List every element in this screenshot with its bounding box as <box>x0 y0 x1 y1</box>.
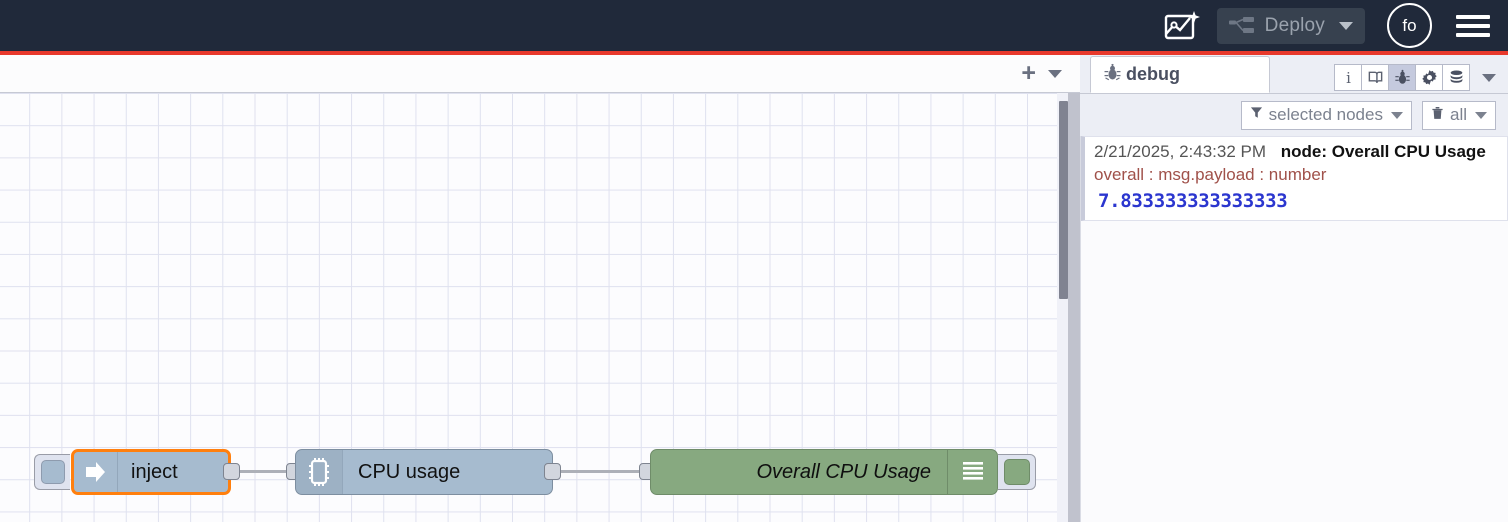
app-header: Deploy fo <box>0 0 1508 51</box>
arrow-right-icon <box>74 452 118 492</box>
deploy-label: Deploy <box>1264 14 1325 36</box>
sidebar-more-chevron-down-icon[interactable] <box>1482 73 1496 82</box>
ai-flow-icon[interactable] <box>1161 8 1203 44</box>
clear-messages-button[interactable]: all <box>1421 100 1496 130</box>
debug-message[interactable]: 2/21/2025, 2:43:32 PM node: Overall CPU … <box>1081 136 1508 221</box>
chevron-down-icon[interactable] <box>1339 21 1353 30</box>
trash-icon <box>1431 106 1444 125</box>
canvas-vertical-scrollbar-thumb[interactable] <box>1059 101 1068 299</box>
sidebar-icon-buttons: i <box>1334 64 1508 93</box>
database-icon[interactable] <box>1442 64 1470 91</box>
node-cpu-usage-label: CPU usage <box>358 460 461 483</box>
sidebar-tab-row: debug i <box>1080 55 1508 94</box>
node-overall-cpu-usage-debug[interactable]: Overall CPU Usage <box>650 449 998 495</box>
chevron-down-icon[interactable] <box>1390 111 1403 119</box>
info-icon[interactable]: i <box>1334 64 1362 91</box>
inject-trigger-button[interactable] <box>34 454 70 490</box>
flow-canvas[interactable]: inject CPU usage Ov <box>0 93 1080 522</box>
flow-tab-bar: + <box>0 55 1080 93</box>
gear-icon[interactable] <box>1415 64 1443 91</box>
sidebar-splitter[interactable] <box>1068 93 1080 522</box>
debug-value: 7.833333333333333 <box>1098 190 1288 212</box>
node-debug-label: Overall CPU Usage <box>756 460 931 483</box>
debug-lines-icon <box>947 450 997 494</box>
deploy-icon <box>1228 16 1255 35</box>
debug-timestamp: 2/21/2025, 2:43:32 PM <box>1094 142 1267 161</box>
hamburger-menu-icon[interactable] <box>1456 10 1490 42</box>
debug-message-header: 2/21/2025, 2:43:32 PM node: Overall CPU … <box>1094 142 1499 162</box>
debug-filter-row: selected nodes all <box>1080 94 1508 136</box>
avatar[interactable]: fo <box>1387 3 1432 48</box>
port-output-cpu[interactable] <box>544 463 561 480</box>
book-icon[interactable] <box>1361 64 1389 91</box>
port-output-inject[interactable] <box>223 463 240 480</box>
filter-label: selected nodes <box>1268 105 1383 124</box>
deploy-button[interactable]: Deploy <box>1216 7 1365 44</box>
add-flow-button[interactable]: + <box>1021 59 1036 87</box>
chevron-down-icon[interactable] <box>1475 111 1487 119</box>
debug-sidebar: debug i <box>1080 55 1508 522</box>
debug-message-list[interactable]: 2/21/2025, 2:43:32 PM node: Overall CPU … <box>1080 136 1508 522</box>
debug-enable-toggle[interactable] <box>998 454 1036 490</box>
microchip-icon <box>296 450 343 494</box>
node-inject-label: inject <box>131 460 178 483</box>
node-inject[interactable]: inject <box>71 449 231 495</box>
bug-icon[interactable] <box>1388 64 1416 91</box>
svg-text:i: i <box>1346 69 1351 86</box>
debug-property-path: overall : msg.payload : number <box>1094 165 1327 184</box>
tab-debug-label: debug <box>1126 64 1180 84</box>
node-cpu-usage[interactable]: CPU usage <box>295 449 553 495</box>
bug-icon <box>1103 63 1122 87</box>
tab-debug[interactable]: debug <box>1090 56 1270 93</box>
flow-menu-chevron-down-icon[interactable] <box>1048 69 1062 78</box>
funnel-icon <box>1250 106 1263 124</box>
debug-source-node[interactable]: node: Overall CPU Usage <box>1280 142 1486 161</box>
unsaved-changes-bar <box>0 51 1508 55</box>
link-cpu-to-debug[interactable] <box>560 470 643 473</box>
filter-selected-nodes-button[interactable]: selected nodes <box>1240 100 1412 130</box>
clear-label: all <box>1449 105 1467 124</box>
link-inject-to-cpu[interactable] <box>240 470 288 473</box>
